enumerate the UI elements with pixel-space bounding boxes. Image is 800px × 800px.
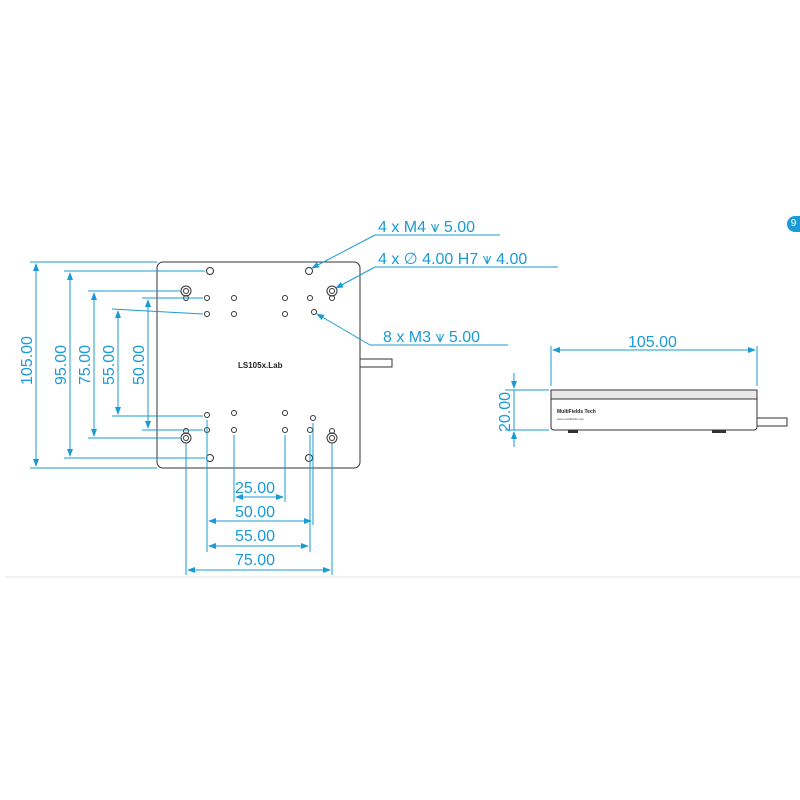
side-url-text: www.multifields.com	[557, 417, 585, 421]
m4-hole	[305, 454, 313, 462]
m3-hole	[307, 427, 313, 433]
dim-105-label: 105.00	[19, 336, 36, 385]
pilot-hole	[183, 428, 189, 434]
dim-95-label: 95.00	[53, 345, 70, 385]
m4-hole	[305, 267, 313, 275]
m3-hole	[307, 295, 313, 301]
dowel-hole	[180, 285, 192, 297]
callouts: 4 x M4 ⩛ 5.00 4 x ∅ 4.00 H7 ⩛ 4.00 8 x M…	[311, 219, 558, 346]
pilot-hole	[329, 428, 335, 434]
page-badge[interactable]: 9	[787, 216, 800, 232]
side-height-label: 20.00	[497, 392, 514, 432]
dim-55h-label: 55.00	[235, 528, 275, 545]
m3-hole	[282, 427, 288, 433]
dim-50-label: 50.00	[131, 345, 148, 385]
m4-hole	[206, 454, 214, 462]
m3-hole	[231, 295, 237, 301]
dowel-hole	[180, 432, 192, 444]
pilot-hole	[329, 295, 335, 301]
m3-hole	[282, 295, 288, 301]
m3-hole	[204, 295, 210, 301]
side-cable	[756, 417, 788, 427]
dim-75h-label: 75.00	[235, 552, 275, 569]
m3-hole	[204, 412, 210, 418]
dim-50h-label: 50.00	[235, 504, 275, 521]
m3-hole	[310, 415, 316, 421]
cable-exit	[359, 358, 393, 368]
top-view-label: LS105x.Lab	[238, 361, 283, 370]
m3-hole	[204, 311, 210, 317]
dim-75-label: 75.00	[77, 345, 94, 385]
m3-hole	[282, 410, 288, 416]
side-brand-text: MultiFields Tech	[557, 409, 596, 415]
m3-hole	[311, 309, 317, 315]
m3-callout-text: 8 x M3 ⩛ 5.00	[383, 329, 480, 346]
dowel-hole	[326, 285, 338, 297]
vertical-dimensions: 105.00 95.00 75.00 55.00 50.00	[19, 261, 205, 469]
dim-25-label: 25.00	[235, 480, 275, 497]
m4-callout-text: 4 x M4 ⩛ 5.00	[378, 219, 475, 236]
top-view: LS105x.Lab	[156, 261, 393, 469]
side-view: MultiFields Tech www.multifields.com 105…	[497, 334, 788, 447]
m4-hole	[206, 267, 214, 275]
side-width-label: 105.00	[628, 334, 677, 351]
horizontal-dimensions: 25.00 50.00 55.00 75.00	[185, 420, 333, 575]
m3-hole	[282, 311, 288, 317]
dowel-hole	[326, 432, 338, 444]
m3-hole	[231, 410, 237, 416]
m3-hole	[231, 311, 237, 317]
dim-55-label: 55.00	[101, 345, 118, 385]
m3-hole	[231, 427, 237, 433]
dowel-callout-text: 4 x ∅ 4.00 H7 ⩛ 4.00	[378, 251, 527, 268]
